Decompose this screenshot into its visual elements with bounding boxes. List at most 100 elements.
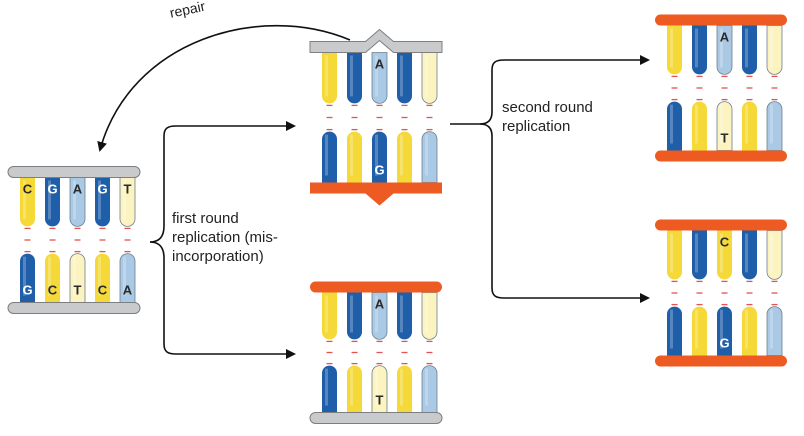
base-highlight [73, 180, 76, 220]
base-bottom-3 [717, 306, 732, 356]
base-highlight [325, 295, 328, 333]
rail-top [310, 281, 442, 293]
base-highlight [375, 134, 378, 176]
duplex-second-gc: CG [655, 219, 787, 367]
base-highlight [375, 55, 378, 97]
base-letter: A [720, 30, 730, 45]
base-highlight [375, 368, 378, 406]
base-highlight [350, 368, 353, 406]
base-letter: A [375, 57, 385, 72]
base-highlight [670, 104, 673, 144]
base-top-3 [716, 25, 733, 75]
base-highlight [400, 295, 403, 333]
base-bottom-1 [322, 365, 337, 413]
base-highlight [400, 368, 403, 406]
base-letter: A [73, 182, 83, 197]
base-top-1 [667, 25, 682, 75]
base-highlight [745, 233, 748, 273]
base-top-2 [347, 52, 362, 104]
base-bottom-1 [667, 306, 682, 356]
base-highlight [670, 28, 673, 68]
base-bottom-5 [119, 253, 136, 303]
base-letter: A [123, 283, 133, 298]
base-top-5 [766, 230, 783, 280]
base-bottom-3 [716, 101, 733, 151]
base-letter: A [375, 297, 385, 312]
base-highlight [745, 28, 748, 68]
base-letter: G [97, 182, 107, 197]
base-top-4 [397, 52, 412, 104]
base-highlight [425, 55, 428, 97]
base-highlight [720, 309, 723, 349]
base-top-5 [766, 25, 783, 75]
base-bottom-2 [347, 365, 362, 413]
base-letter: G [47, 182, 57, 197]
base-bottom-5 [766, 306, 783, 356]
base-highlight [123, 256, 126, 296]
base-highlight [770, 233, 773, 273]
base-bottom-4 [95, 253, 110, 303]
base-bottom-4 [742, 101, 757, 151]
base-letter: C [48, 283, 58, 298]
base-bottom-4 [397, 365, 412, 413]
arrow-repair [97, 24, 351, 152]
base-highlight [695, 28, 698, 68]
base-bottom-3 [69, 253, 86, 303]
base-highlight [123, 180, 126, 220]
base-bottom-2 [692, 306, 707, 356]
base-highlight [720, 233, 723, 273]
base-bottom-2 [692, 101, 707, 151]
rail-top [655, 14, 787, 26]
base-highlight [670, 233, 673, 273]
rail-bottom [309, 412, 443, 424]
base-highlight [48, 180, 51, 220]
base-highlight [770, 104, 773, 144]
base-top-2 [692, 25, 707, 75]
base-top-2 [347, 292, 362, 340]
base-highlight [350, 295, 353, 333]
base-letter: T [74, 283, 82, 298]
base-bottom-2 [45, 253, 60, 303]
base-highlight [400, 134, 403, 176]
arrow-second-round-to-at [450, 55, 650, 125]
base-top-2 [45, 177, 60, 227]
base-bottom-3 [371, 365, 388, 413]
base-top-1 [20, 177, 35, 227]
base-highlight [73, 256, 76, 296]
base-top-5 [421, 52, 438, 104]
base-top-4 [742, 25, 757, 75]
base-letter: G [374, 163, 384, 178]
base-top-3 [717, 230, 733, 280]
base-highlight [770, 28, 773, 68]
base-highlight [400, 55, 403, 97]
duplex-mismatch: AG [309, 29, 443, 206]
base-top-1 [667, 230, 682, 280]
base-highlight [425, 368, 428, 406]
base-top-4 [397, 292, 412, 340]
base-letter: C [98, 283, 108, 298]
base-highlight [325, 368, 328, 406]
base-highlight [745, 104, 748, 144]
base-top-1 [322, 292, 337, 340]
base-highlight [720, 104, 723, 144]
base-bottom-5 [766, 101, 783, 151]
base-letter: C [23, 182, 33, 197]
base-highlight [350, 134, 353, 176]
base-top-2 [692, 230, 707, 280]
base-bottom-3 [372, 131, 387, 183]
base-bottom-1 [667, 101, 682, 151]
base-highlight [720, 28, 723, 68]
base-top-3 [371, 292, 388, 340]
base-bottom-1 [20, 253, 35, 303]
base-highlight [375, 295, 378, 333]
base-bottom-4 [397, 131, 412, 183]
base-highlight [695, 233, 698, 273]
base-highlight [425, 295, 428, 333]
base-bottom-2 [347, 131, 362, 183]
base-bottom-5 [421, 131, 438, 183]
base-letter: T [124, 182, 132, 197]
base-top-3 [69, 177, 86, 227]
base-highlight [23, 256, 26, 296]
base-highlight [23, 180, 26, 220]
